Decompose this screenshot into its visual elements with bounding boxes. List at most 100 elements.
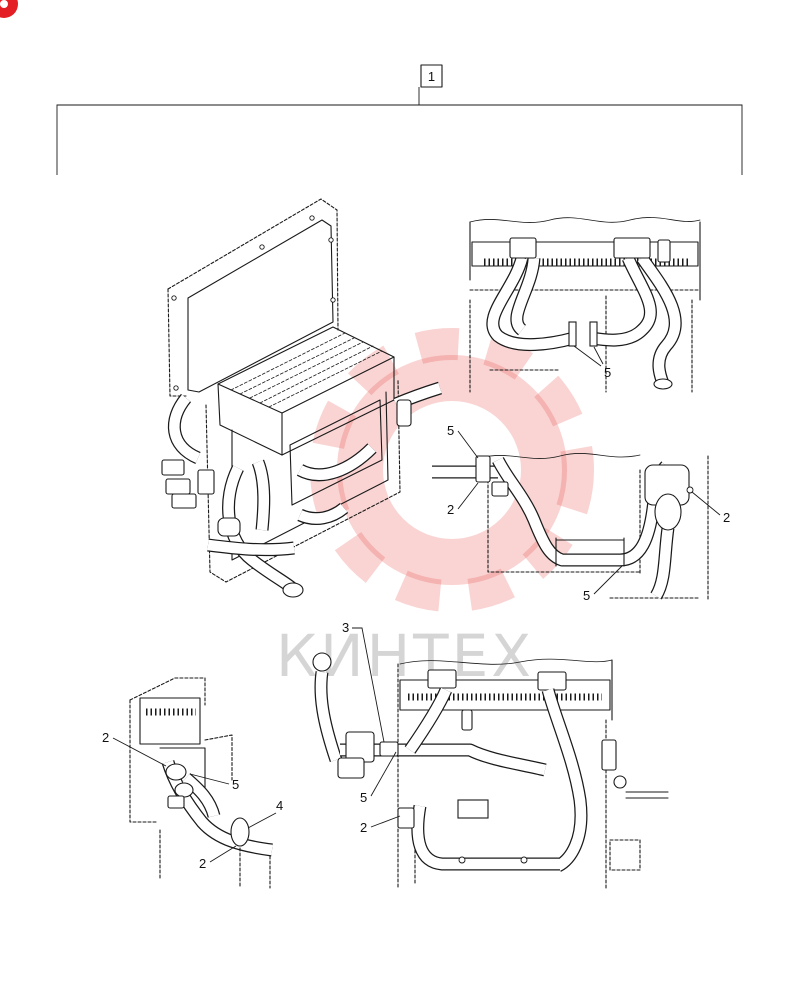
assembly-bracket bbox=[56, 104, 743, 175]
callout-label: 1 bbox=[428, 69, 435, 84]
connector bbox=[601, 739, 617, 771]
hose-body bbox=[253, 460, 270, 531]
hose-body bbox=[542, 688, 587, 871]
mounting-frame-outline bbox=[205, 379, 401, 583]
callout-label: 3 bbox=[342, 620, 349, 635]
callout-label: 2 bbox=[447, 502, 454, 517]
connector bbox=[197, 469, 215, 495]
hose-body bbox=[315, 671, 341, 762]
hose bbox=[181, 773, 221, 818]
callout-leader bbox=[593, 346, 604, 365]
radiator-panel-outline bbox=[167, 198, 339, 331]
hose-body bbox=[651, 527, 674, 599]
bolt bbox=[458, 856, 466, 864]
callout-label: 2 bbox=[723, 510, 730, 525]
harness bbox=[314, 671, 343, 763]
hose-body bbox=[591, 255, 656, 346]
detail-view-top-right: 5 bbox=[469, 217, 701, 393]
relay-box bbox=[457, 799, 489, 819]
callout-leader bbox=[352, 627, 385, 743]
bolt bbox=[520, 856, 528, 864]
hose-clamp bbox=[568, 321, 577, 347]
hose-clamp bbox=[282, 582, 304, 598]
item-1-callout: 1 bbox=[56, 64, 743, 175]
frame-outline bbox=[129, 699, 159, 823]
filter-body bbox=[654, 493, 682, 531]
hose bbox=[297, 502, 349, 525]
cooler-fin bbox=[239, 337, 355, 395]
hose bbox=[207, 538, 295, 557]
bolt bbox=[330, 297, 336, 303]
callout-leader bbox=[691, 491, 721, 516]
pipe bbox=[625, 791, 669, 799]
callout-leader bbox=[112, 737, 167, 767]
hose-body bbox=[182, 774, 220, 818]
callout-leader bbox=[593, 565, 623, 595]
callout-label: 5 bbox=[583, 588, 590, 603]
connector bbox=[165, 763, 187, 781]
hose-body bbox=[297, 503, 348, 524]
callout-leader bbox=[457, 482, 479, 510]
hose-clamp bbox=[397, 807, 415, 829]
bolt bbox=[328, 237, 334, 243]
detail-view-bottom-right: 3 5 2 bbox=[312, 620, 669, 889]
grommet bbox=[217, 517, 241, 537]
hose-body bbox=[405, 687, 451, 753]
callout-label: 5 bbox=[447, 423, 454, 438]
hose bbox=[650, 527, 675, 600]
hose-body bbox=[207, 539, 295, 555]
sensor-connector bbox=[312, 652, 332, 672]
detail-view-bottom-left: 2 5 4 2 bbox=[102, 677, 283, 889]
callout-label: 2 bbox=[360, 820, 367, 835]
frame-outline bbox=[204, 734, 233, 781]
corner-badge bbox=[0, 0, 18, 18]
callout-leader bbox=[209, 845, 237, 863]
callout-label: 5 bbox=[360, 790, 367, 805]
hose bbox=[251, 459, 271, 531]
harness-sleeve bbox=[379, 741, 399, 757]
break-line bbox=[479, 453, 641, 459]
cooler-fin bbox=[259, 345, 374, 404]
connector bbox=[427, 669, 457, 689]
cooler-bar bbox=[399, 679, 611, 711]
cooler-fin bbox=[268, 350, 383, 408]
callout-label: 2 bbox=[102, 730, 109, 745]
clip bbox=[686, 486, 694, 494]
cooler-side-face bbox=[281, 356, 395, 456]
callout-leader bbox=[189, 773, 230, 785]
hose-body bbox=[637, 254, 681, 388]
hose-body bbox=[511, 257, 540, 335]
hose bbox=[167, 393, 201, 464]
callout-leader bbox=[370, 751, 397, 797]
connector bbox=[613, 775, 627, 789]
radiator-panel bbox=[187, 219, 334, 393]
clamp-strap bbox=[555, 537, 625, 567]
callout-box bbox=[420, 64, 443, 88]
frame-outline bbox=[487, 469, 641, 573]
connector bbox=[167, 795, 185, 809]
break-line bbox=[399, 658, 613, 665]
bracket bbox=[159, 747, 206, 793]
connector bbox=[461, 709, 473, 731]
hose-clamp bbox=[491, 481, 509, 497]
hose bbox=[486, 256, 576, 351]
frame-outline bbox=[129, 677, 206, 706]
hose-body bbox=[412, 805, 560, 870]
connector bbox=[657, 239, 671, 263]
connector bbox=[337, 757, 365, 779]
callout-label: 4 bbox=[276, 798, 283, 813]
brand-badge-inner-icon bbox=[0, 0, 8, 8]
callout-leader bbox=[573, 345, 602, 367]
connector bbox=[171, 493, 197, 509]
callout-label: 5 bbox=[604, 365, 611, 380]
bolt bbox=[171, 295, 177, 301]
callout-leader bbox=[247, 812, 277, 829]
cooler-bar bbox=[471, 241, 699, 267]
gear-logo-icon bbox=[310, 328, 594, 612]
clamp-ring bbox=[230, 817, 250, 847]
hose bbox=[636, 254, 682, 389]
hose-body bbox=[487, 256, 576, 350]
bolt bbox=[259, 244, 265, 250]
cooler-fin bbox=[249, 341, 364, 399]
